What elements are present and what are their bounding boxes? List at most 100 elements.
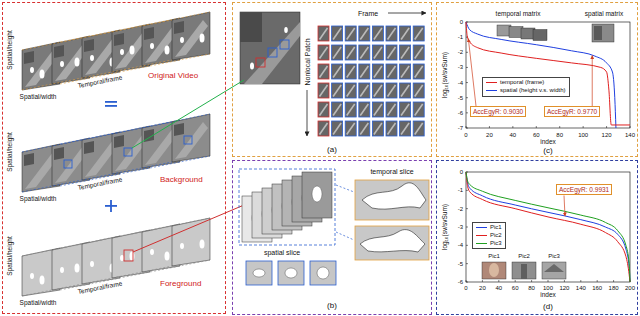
nonlocal-patch (400, 83, 411, 98)
building-detail (84, 39, 94, 52)
text-slot: Original Video (148, 72, 198, 80)
patch-detail (415, 104, 423, 116)
text-slot: Background (160, 176, 203, 184)
nonlocal-patch (400, 26, 411, 41)
label-slot: -1 (458, 187, 463, 193)
label-slot: -4 (458, 80, 463, 86)
axis-arrow (388, 13, 426, 14)
building-detail (144, 27, 154, 40)
tick-label: -1 (458, 34, 463, 40)
label-slot: 40 (495, 285, 502, 291)
patch-detail (360, 104, 368, 116)
moving-object (30, 273, 34, 279)
image-label: Pic3 (548, 253, 560, 259)
axis-label: Spatial/height (6, 30, 13, 69)
label-slot: 60 (533, 132, 540, 138)
nonlocal-patch (413, 45, 424, 60)
tick-label: 40 (495, 285, 502, 291)
patch-box (256, 58, 265, 67)
sample-image (542, 262, 566, 279)
label-slot: temporal slice (370, 168, 413, 175)
axis-label: log₁₀(sv/svSum) (441, 52, 448, 98)
inset-frame (533, 30, 547, 41)
legend-text: Pic1 (490, 224, 502, 232)
patch-detail (415, 85, 423, 97)
street-image (240, 12, 300, 84)
temporal-curve (466, 22, 630, 125)
label-slot: -3 (458, 224, 463, 230)
patch-detail (415, 123, 423, 135)
tick-mark (606, 126, 607, 128)
patch-detail (320, 85, 328, 97)
label-slot: 80 (556, 132, 563, 138)
label-slot: -5 (458, 261, 463, 267)
label-slot: -5 (458, 95, 463, 101)
nonlocal-patch (400, 64, 411, 79)
tick-label: 40 (510, 132, 517, 138)
tick-label: -6 (458, 110, 463, 116)
tick-mark (515, 280, 516, 282)
nonlocal-patch (359, 45, 370, 60)
spatial-slice-image (310, 261, 336, 285)
label-slot: 140 (576, 285, 586, 291)
label-slot: Spatial/width (20, 196, 57, 203)
nonlocal-patch (345, 64, 356, 79)
image-label: Pic2 (518, 253, 530, 259)
text-slot: (c) (543, 147, 552, 155)
label-slot: 60 (512, 285, 519, 291)
tick-mark (466, 263, 468, 264)
nonlocal-patch (386, 102, 397, 117)
moving-object (180, 243, 184, 249)
patch-detail (333, 104, 341, 116)
label-slot: Spatial/height (7, 30, 14, 69)
moving-object (90, 55, 94, 61)
tick-mark (512, 126, 513, 128)
nonlocal-patch (372, 121, 383, 136)
patch-detail (401, 47, 409, 59)
nonlocal-patch (372, 83, 383, 98)
moving-object (200, 240, 205, 249)
silhouette (360, 230, 425, 252)
tick-label: -1 (458, 187, 463, 193)
label-slot: 120 (602, 132, 612, 138)
callout-box: AccEgyR: 0.9931 (556, 184, 612, 195)
tick-label: 100 (543, 285, 553, 291)
leader-line (564, 195, 565, 216)
patch-detail (374, 104, 382, 116)
nonlocal-patch (332, 83, 343, 98)
nonlocal-patch (372, 102, 383, 117)
image-label: Pic1 (488, 253, 500, 259)
label-slot: 0 (460, 19, 463, 25)
patch-detail (374, 85, 382, 97)
patch-detail (347, 28, 355, 40)
tick-label: 80 (528, 285, 535, 291)
image-detail (489, 263, 499, 277)
patch-detail (388, 28, 396, 40)
building-detail (114, 135, 124, 148)
video-frame (172, 218, 210, 266)
moving-object (120, 255, 124, 261)
patch-detail (347, 47, 355, 59)
axis-label: Frame (358, 10, 378, 17)
moving-object (130, 252, 135, 261)
region-box (124, 250, 133, 261)
perspective-guide (60, 260, 210, 290)
label-slot: index (540, 292, 556, 299)
patch-box (124, 148, 132, 156)
singular-value-curve (466, 172, 630, 282)
tick-label: 140 (576, 285, 586, 291)
slice-guide (336, 185, 354, 192)
image-detail (544, 264, 564, 272)
patch-detail (333, 85, 341, 97)
label-slot: -6 (458, 279, 463, 285)
figure-panel: (a) (232, 2, 432, 157)
nonlocal-patch (359, 102, 370, 117)
legend-line (486, 82, 497, 83)
inset-detail (594, 26, 602, 40)
spatial-slice-image (246, 261, 272, 285)
tick-label: -3 (458, 64, 463, 70)
legend-box: temporal (frame)spatial (height v.s. wid… (482, 77, 570, 97)
patch-box (268, 48, 277, 57)
